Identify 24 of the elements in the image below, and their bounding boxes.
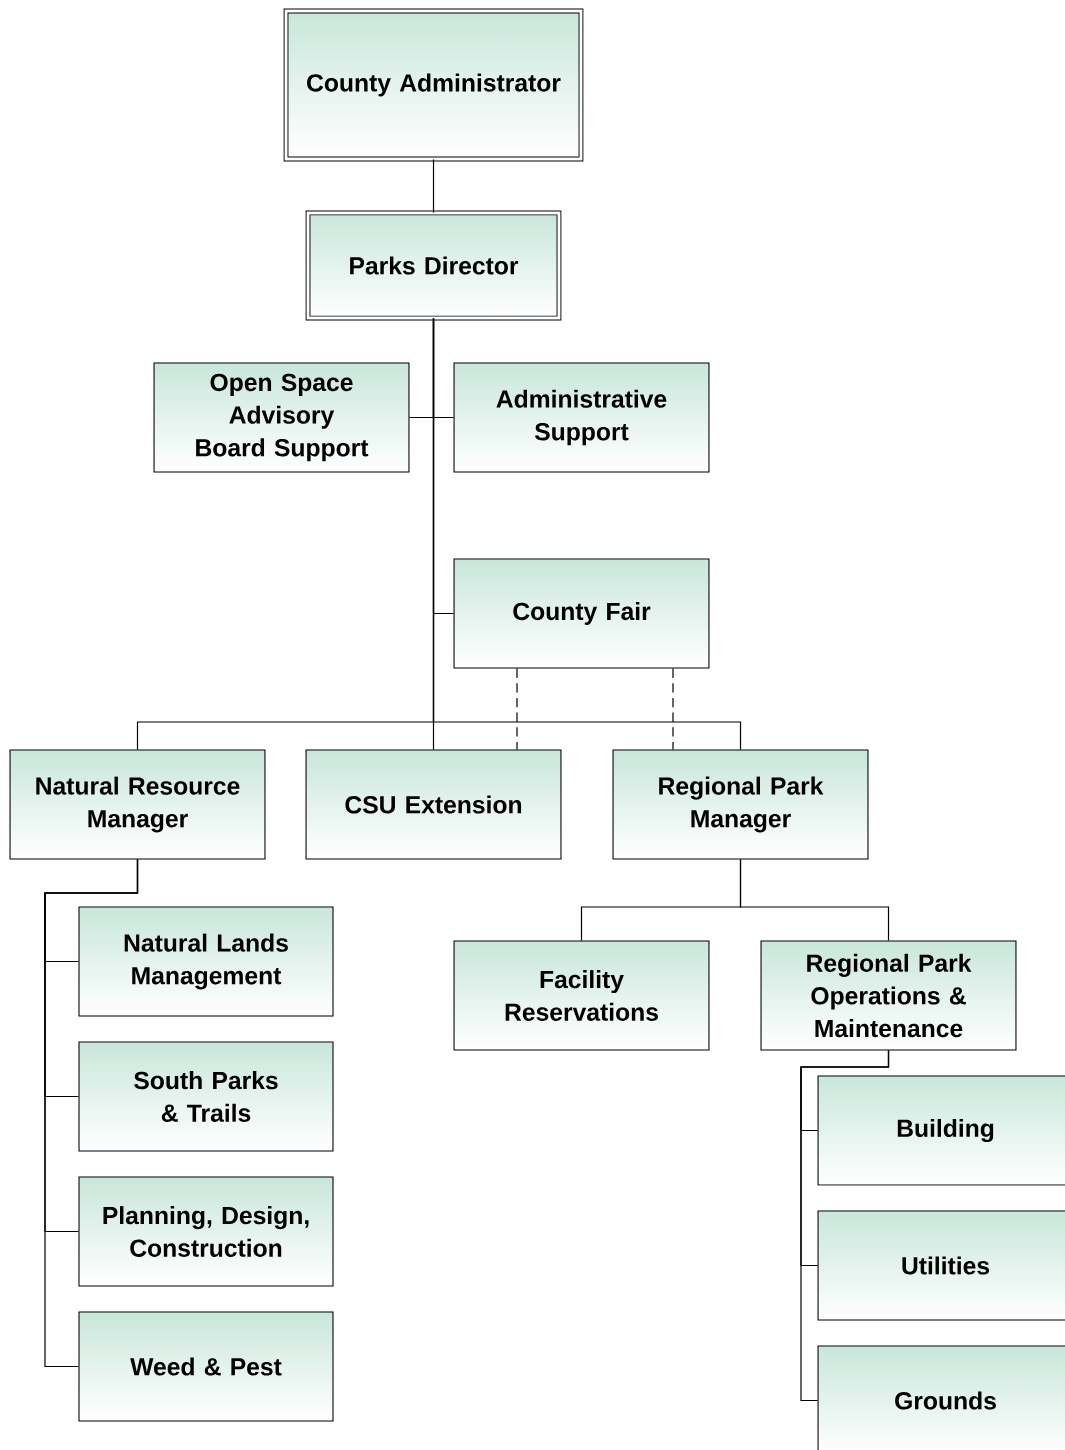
org-box: Administrative Support — [453, 362, 710, 473]
connector-line — [432, 317, 742, 751]
org-box: Open Space Advisory Board Support — [153, 362, 410, 473]
org-box: CSU Extension — [305, 749, 562, 860]
org-box: Planning, Design, Construction — [78, 1176, 334, 1287]
org-box: Natural Lands Management — [78, 906, 334, 1017]
dashed-connector — [672, 668, 674, 751]
connector-line — [800, 1050, 890, 1402]
double-bordered-box: County Administrator — [283, 8, 584, 162]
org-box: Natural Resource Manager — [9, 749, 266, 860]
org-box: Grounds — [817, 1345, 1065, 1450]
org-box: Weed & Pest — [78, 1311, 334, 1422]
org-box: Utilities — [817, 1210, 1065, 1321]
org-box: Regional Park Operations & Maintenance — [760, 940, 1017, 1051]
connector-line — [432, 158, 435, 214]
org-box: County Fair — [453, 558, 710, 669]
double-bordered-box: Parks Director — [305, 210, 562, 321]
org-box: Regional Park Manager — [612, 749, 869, 860]
connector-line — [739, 859, 890, 942]
org-box: Building — [817, 1075, 1065, 1186]
org-box: Facility Reservations — [453, 940, 710, 1051]
dashed-connector — [516, 668, 518, 751]
org-box: South Parks & Trails — [78, 1041, 334, 1152]
connector-line — [44, 859, 139, 1368]
